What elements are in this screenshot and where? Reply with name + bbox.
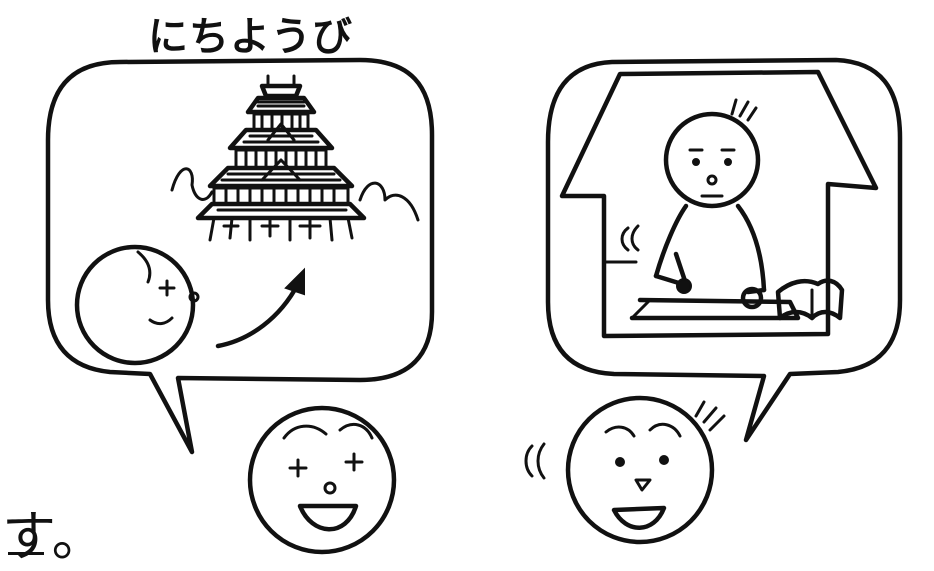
thinking-person-face (74, 244, 200, 366)
castle-icon (170, 74, 420, 242)
left-speech-bubble (45, 57, 435, 455)
left-bubble-title: にちようび (148, 14, 353, 60)
book-icon (775, 278, 845, 321)
person-at-desk (620, 98, 801, 321)
arrow-icon (215, 267, 305, 349)
left-speaker-face (247, 405, 397, 555)
text-fragment: す。 (2, 505, 107, 568)
right-speaker-face (524, 395, 726, 545)
house-outline (559, 69, 879, 339)
cartoon-scene (45, 57, 903, 555)
right-speech-bubble (545, 57, 903, 443)
text-fragment-underline (8, 552, 44, 555)
